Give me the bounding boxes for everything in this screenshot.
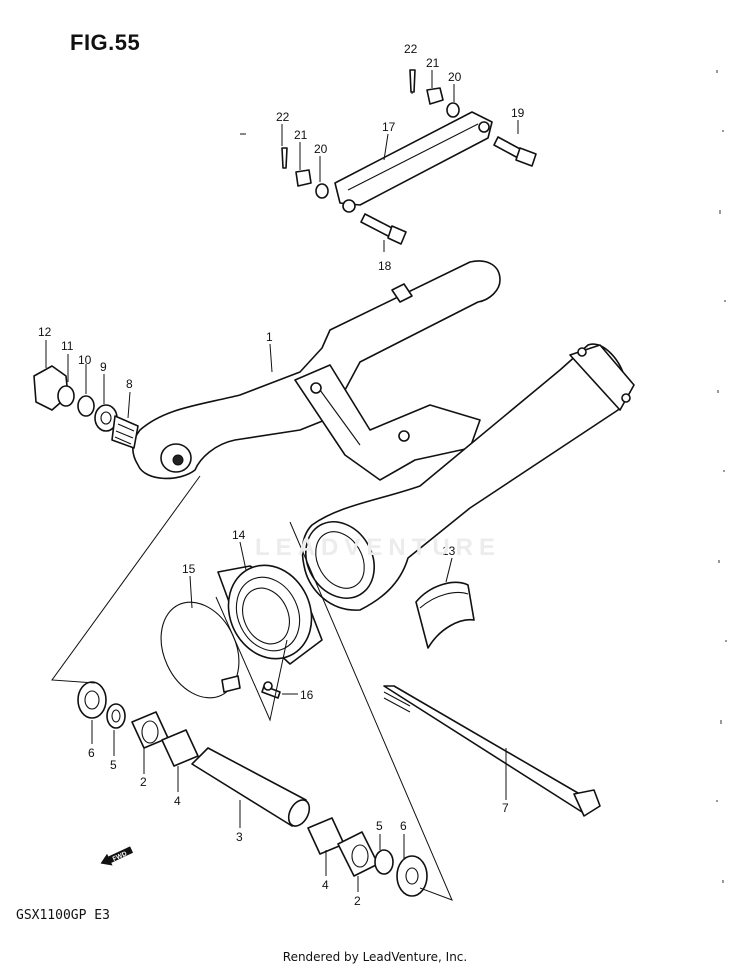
forward-arrow-icon: FWD — [100, 846, 134, 866]
callout-11: 11 — [61, 339, 74, 353]
callout-21a: 21 — [426, 56, 440, 70]
callout-labels: 1 2 2 3 4 4 5 5 6 6 7 8 9 10 11 12 13 14… — [38, 42, 525, 908]
callout-leaders — [45, 70, 519, 892]
figure-title: FIG.55 — [70, 30, 141, 55]
chain-protector-13 — [415, 581, 475, 649]
bolt-19 — [493, 136, 537, 167]
scan-noise — [716, 70, 727, 883]
model-code: GSX1100GP E3 — [16, 908, 110, 923]
callout-12: 12 — [38, 325, 52, 339]
callout-7: 7 — [502, 801, 509, 815]
callout-6b: 6 — [400, 819, 407, 833]
watermark: LEADVENTURE — [255, 534, 502, 561]
callout-4b: 4 — [322, 878, 329, 892]
bolt-18 — [360, 213, 407, 245]
boot-14 — [217, 564, 323, 665]
callout-6a: 6 — [88, 746, 95, 760]
callout-1: 1 — [266, 330, 273, 344]
callout-4a: 4 — [174, 794, 181, 808]
torque-link — [334, 111, 493, 213]
callout-5a: 5 — [110, 758, 117, 772]
callout-3: 3 — [236, 830, 243, 844]
callout-17: 17 — [382, 120, 396, 134]
callout-19: 19 — [511, 106, 525, 120]
callout-2b: 2 — [354, 894, 361, 908]
callout-20b: 20 — [314, 142, 328, 156]
callout-18: 18 — [378, 259, 392, 273]
assembly-guide-lines — [51, 475, 453, 901]
pivot-shaft-7 — [383, 685, 601, 817]
swingarm — [132, 260, 635, 611]
lower-left-bearings — [77, 681, 199, 767]
callout-8: 8 — [126, 377, 133, 391]
callout-5b: 5 — [376, 819, 383, 833]
spacer-sleeve-3 — [191, 747, 311, 827]
upper-fasteners — [281, 69, 460, 199]
callout-10: 10 — [78, 353, 92, 367]
render-credit: Rendered by LeadVenture, Inc. — [282, 950, 468, 964]
callout-21b: 21 — [294, 128, 308, 142]
callout-22b: 22 — [276, 110, 290, 124]
callout-22a: 22 — [404, 42, 418, 56]
pivot-cap-hardware — [33, 365, 139, 449]
callout-16: 16 — [300, 688, 314, 702]
callout-14: 14 — [232, 528, 246, 542]
callout-2a: 2 — [140, 775, 147, 789]
callout-20a: 20 — [448, 70, 462, 84]
lower-right-bearings — [307, 817, 428, 897]
fwd-label: FWD — [112, 850, 129, 863]
callout-13: 13 — [442, 544, 456, 558]
callout-9: 9 — [100, 360, 107, 374]
callout-15: 15 — [182, 562, 196, 576]
